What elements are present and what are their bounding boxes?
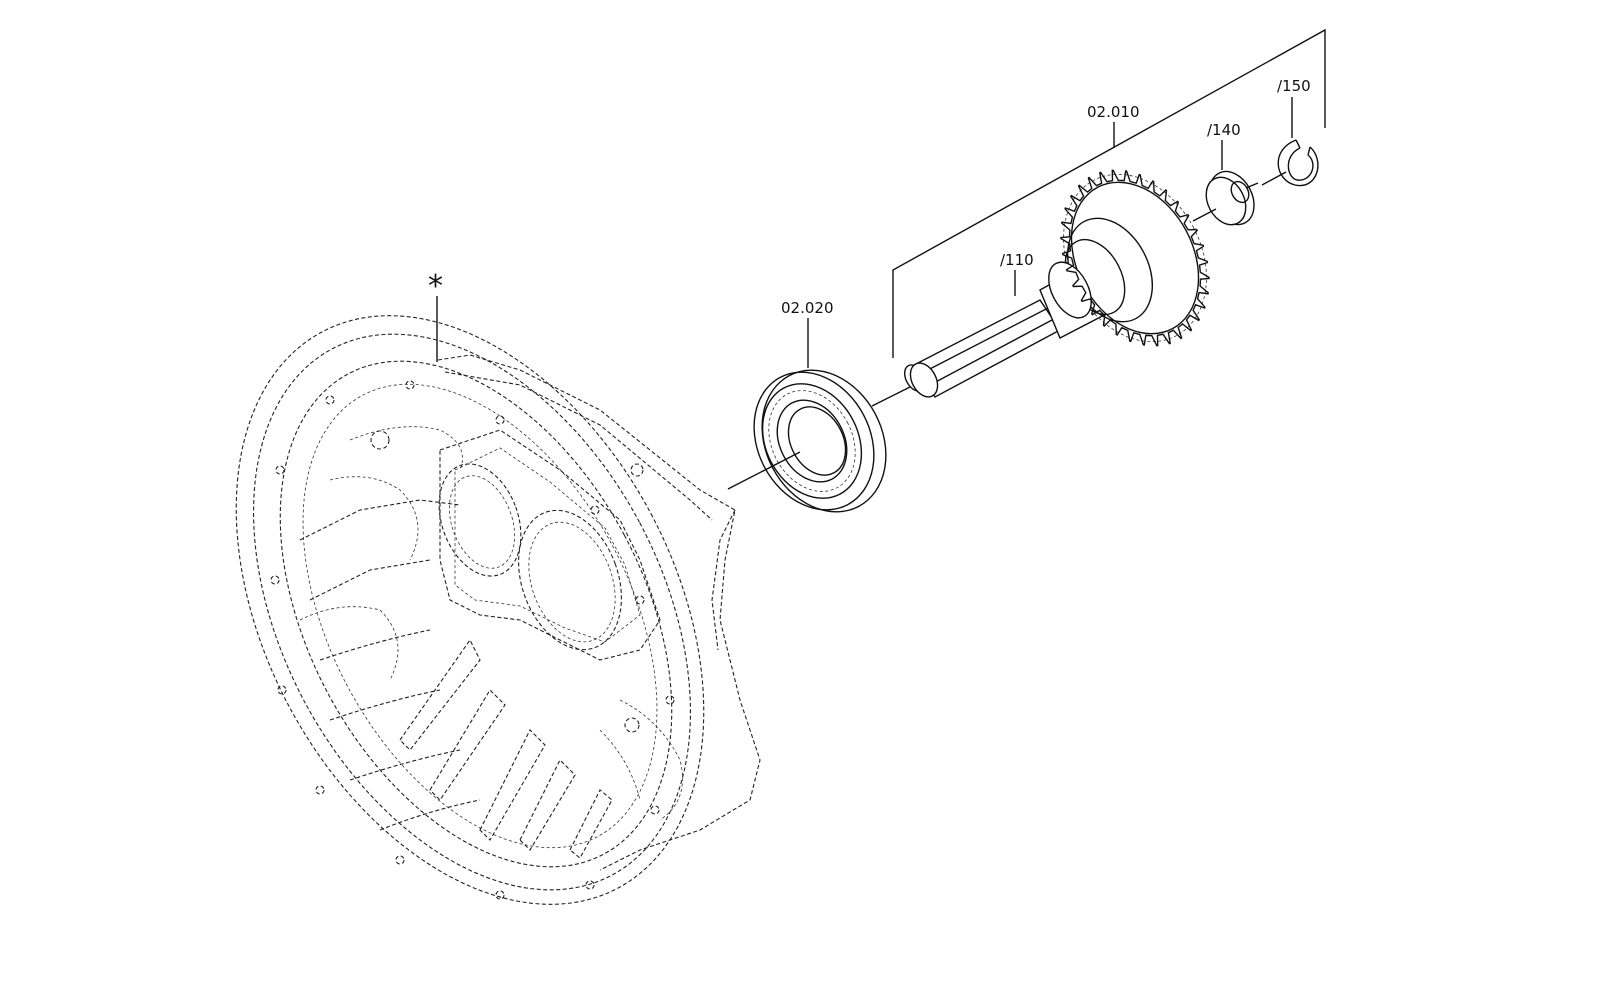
bearing-callout: 02.020: [781, 299, 834, 317]
circlip-callout: /150: [1277, 77, 1311, 95]
clutch-housing: [235, 315, 761, 905]
circlip: [1277, 139, 1319, 187]
explode-axis-lines: [727, 171, 1287, 490]
thrust-disc: [1205, 170, 1259, 226]
shaft-assembly-callout: 02.010: [1087, 103, 1140, 121]
shaft-callout: /110: [1000, 251, 1034, 269]
gear-teeth: [1060, 169, 1210, 347]
housing-callout: *: [428, 269, 443, 304]
disc-callout: /140: [1207, 121, 1241, 139]
leader-lines: [436, 28, 1326, 368]
input-shaft-with-gear: [903, 173, 1207, 398]
gear-teeth-outline: [1060, 169, 1210, 347]
ball-bearing: [753, 369, 887, 513]
